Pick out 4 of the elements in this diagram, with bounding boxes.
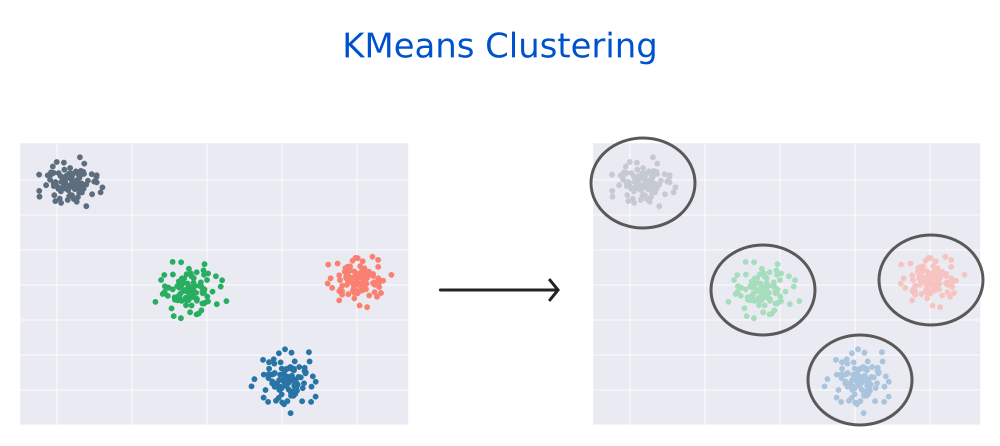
arrow bbox=[438, 278, 560, 302]
scatter-plot-drawing bbox=[590, 136, 984, 426]
scatter-plot-drawing bbox=[20, 142, 408, 426]
title: KMeans Clustering bbox=[346, 32, 655, 64]
